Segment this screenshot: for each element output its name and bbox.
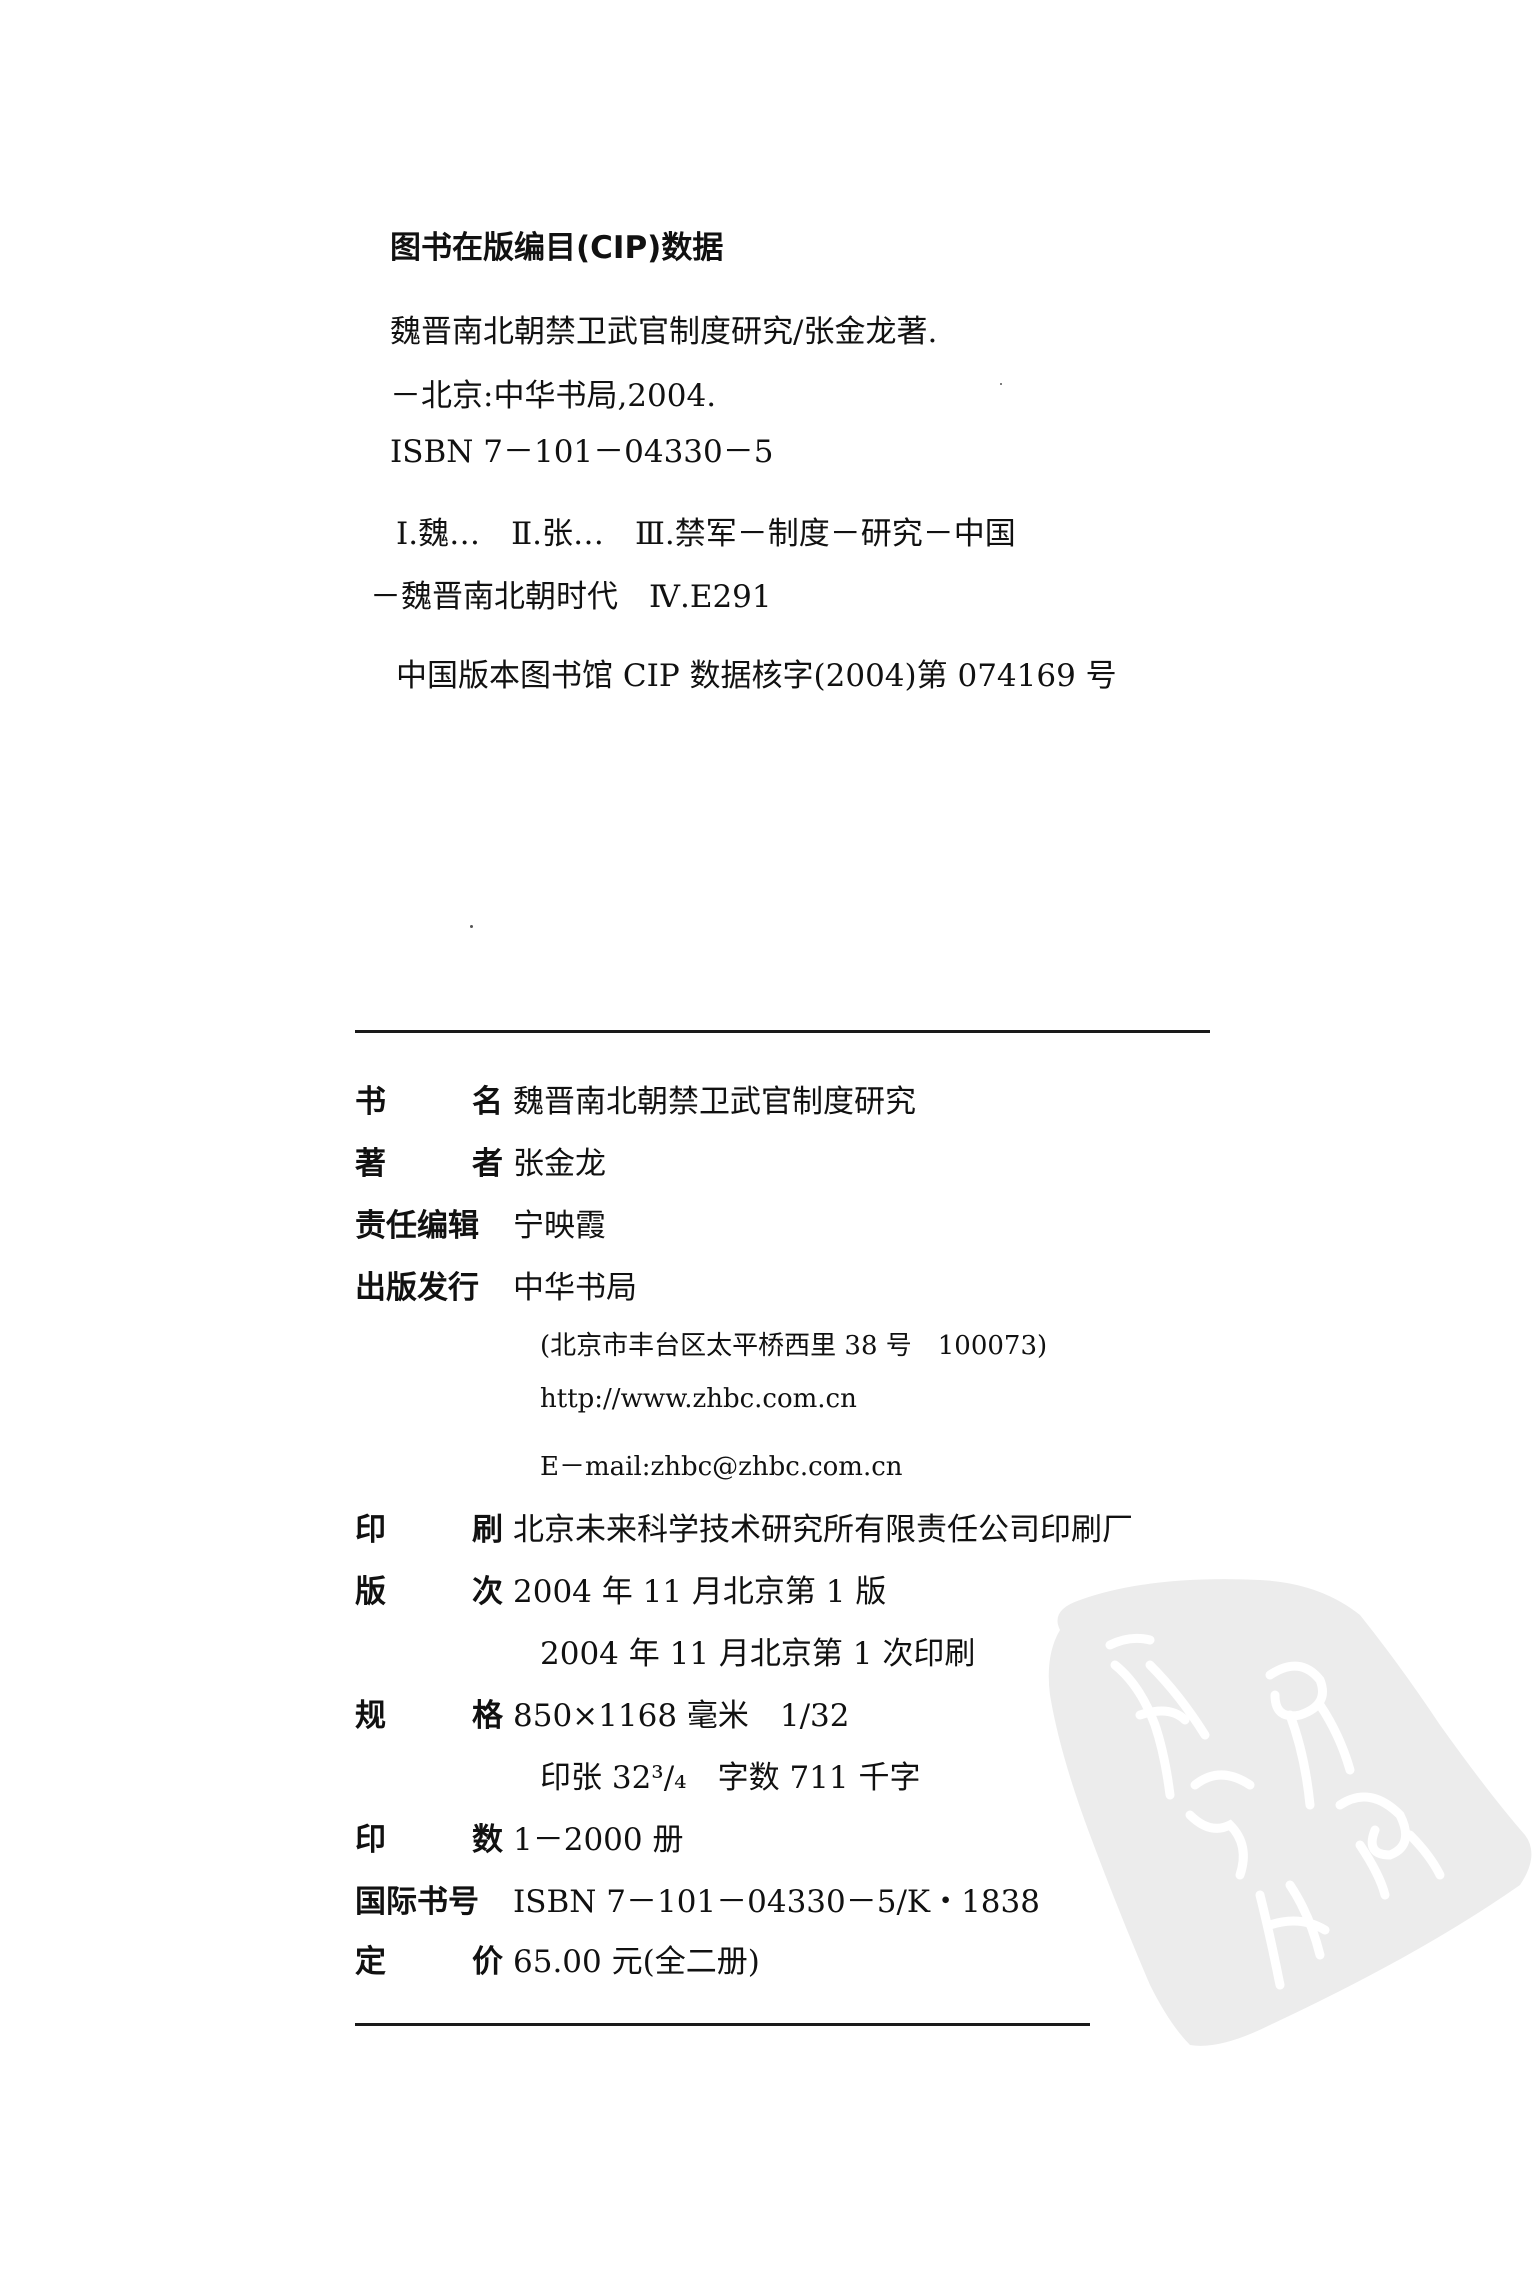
cip-publisher-line: －北京:中华书局,2004. (390, 378, 717, 414)
publisher-address: (北京市丰台区太平桥西里 38 号 100073) (540, 1331, 1048, 1361)
row-format: 规 格 850×1168 毫米 1/32 (355, 1690, 850, 1735)
row-publisher: 出版发行 中华书局 (355, 1262, 637, 1307)
label: 定 (355, 1944, 386, 1980)
label: 印 (355, 1512, 386, 1548)
value: 中华书局 (513, 1270, 637, 1306)
sheets-line: 印张 32³/₄ 字数 711 千字 (540, 1760, 921, 1796)
row-print-run: 印 数 1－2000 册 (355, 1814, 683, 1859)
label: 刷 (472, 1512, 503, 1548)
value: 2004 年 11 月北京第 1 版 (513, 1574, 887, 1610)
cip-isbn-line: ISBN 7－101－04330－5 (390, 434, 774, 470)
label: 印 (355, 1822, 386, 1858)
row-isbn: 国际书号 ISBN 7－101－04330－5/K・1838 (355, 1876, 1040, 1921)
row-price: 定 价 65.00 元(全二册) (355, 1936, 760, 1981)
label: 格 (472, 1698, 503, 1734)
value: 宁映霞 (513, 1208, 606, 1244)
label: 者 (472, 1146, 503, 1182)
cip-subject-line-2: －魏晋南北朝时代 Ⅳ.E291 (370, 579, 772, 615)
value: 魏晋南北朝禁卫武官制度研究 (513, 1084, 916, 1120)
label: 数 (472, 1822, 503, 1858)
value: 65.00 元(全二册) (513, 1944, 760, 1980)
label: 出版发行 (355, 1270, 479, 1306)
seal-stamp-icon (1048, 1579, 1532, 2046)
value: 850×1168 毫米 1/32 (513, 1698, 850, 1734)
publisher-url: http://www.zhbc.com.cn (540, 1384, 857, 1414)
label: 责任编辑 (355, 1208, 479, 1244)
printing-line: 2004 年 11 月北京第 1 次印刷 (540, 1636, 976, 1672)
label: 名 (472, 1084, 503, 1120)
cip-title: 图书在版编目(CIP)数据 (390, 230, 724, 266)
publisher-email: E－mail:zhbc@zhbc.com.cn (540, 1452, 903, 1482)
label: 价 (472, 1944, 503, 1980)
label: 版 (355, 1574, 386, 1610)
label: 次 (472, 1574, 503, 1610)
row-editor: 责任编辑 宁映霞 (355, 1200, 606, 1245)
speck (470, 925, 473, 928)
label: 规 (355, 1698, 386, 1734)
label: 书 (355, 1084, 386, 1120)
value: 张金龙 (513, 1146, 606, 1182)
value: ISBN 7－101－04330－5/K・1838 (513, 1884, 1040, 1920)
value: 北京未来科学技术研究所有限责任公司印刷厂 (513, 1512, 1133, 1548)
top-rule (355, 1030, 1210, 1033)
cip-approval-number: 中国版本图书馆 CIP 数据核字(2004)第 074169 号 (396, 658, 1117, 694)
cip-subject-line: Ⅰ.魏… Ⅱ.张… Ⅲ.禁军－制度－研究－中国 (396, 516, 1016, 552)
value: 1－2000 册 (513, 1822, 684, 1858)
speck (1000, 383, 1002, 385)
label: 国际书号 (355, 1884, 479, 1920)
row-printer: 印 刷 北京未来科学技术研究所有限责任公司印刷厂 (355, 1504, 1133, 1549)
bottom-rule (355, 2023, 1090, 2026)
cip-book-title-line: 魏晋南北朝禁卫武官制度研究/张金龙著. (390, 314, 938, 350)
label: 著 (355, 1146, 386, 1182)
row-book-title: 书 名 魏晋南北朝禁卫武官制度研究 (355, 1076, 916, 1121)
row-edition: 版 次 2004 年 11 月北京第 1 版 (355, 1566, 886, 1611)
row-author: 著 者 张金龙 (355, 1138, 606, 1183)
